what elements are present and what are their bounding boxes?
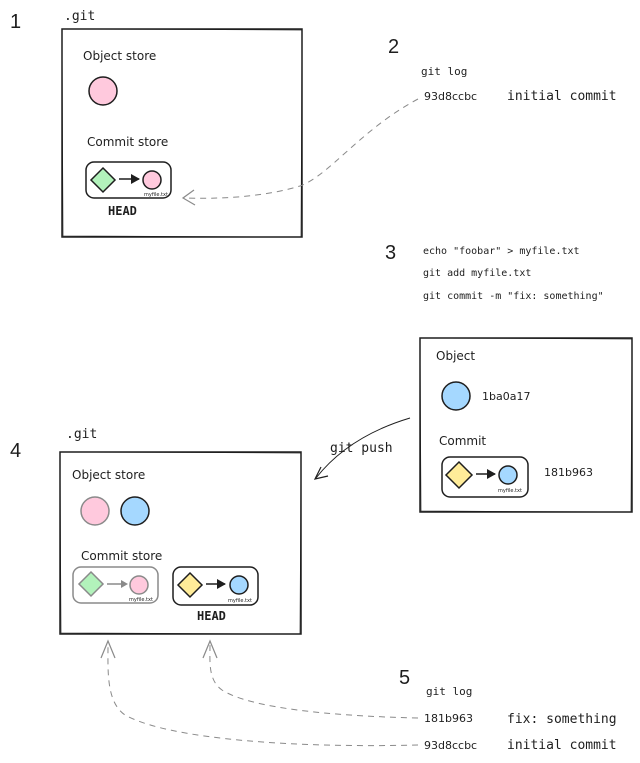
step-number-3: 3 <box>385 242 396 264</box>
commit-file-label: myfile.txt <box>144 192 168 198</box>
commit-label: Commit <box>439 434 486 448</box>
new-tree-diamond-yellow <box>176 571 204 599</box>
new-commit-card <box>441 456 529 498</box>
new-commit-file-label: myfile.txt <box>228 598 252 604</box>
new-commit-card <box>172 566 259 606</box>
commit-message-initial: initial commit <box>507 738 617 753</box>
new-objects-frame-sketch <box>419 337 633 513</box>
step-number-2: 2 <box>388 36 399 58</box>
log-to-head-arrowhead <box>181 189 196 206</box>
object-store-label: Object store <box>72 468 145 482</box>
commit-store-label: Commit store <box>87 135 168 149</box>
log-to-head-connector <box>183 98 419 199</box>
old-arrow-head <box>121 580 128 588</box>
new-commit-blob-blue <box>498 465 518 485</box>
git-dir-label: .git <box>64 9 95 24</box>
old-tree-diamond-green <box>77 570 105 598</box>
object-store-label: Object store <box>83 49 156 63</box>
initial-log-to-commit-connector <box>107 644 419 747</box>
commit-hash-new: 181b963 <box>424 712 473 725</box>
new-objects-box: Object 1ba0a17 Commit myfile.txt 181b963 <box>419 337 633 513</box>
git-dir-box <box>59 451 302 635</box>
git-log-command: git log <box>426 685 472 698</box>
commit-hash-initial: 93d8ccbc <box>424 739 477 752</box>
commit-hash: 181b963 <box>544 466 593 479</box>
git-dir-box-sketch <box>61 28 303 238</box>
command-line-2: git add myfile.txt <box>423 268 531 279</box>
step-number-5: 5 <box>399 667 410 689</box>
blob-object-pink <box>80 496 110 526</box>
head-label: HEAD <box>108 204 137 218</box>
push-arrowhead <box>313 466 329 480</box>
new-commit-file-label: myfile.txt <box>498 488 522 494</box>
new-commit-blob-blue <box>229 575 249 595</box>
commit-message: initial commit <box>507 89 617 104</box>
commit-commands: echo "foobar" > myfile.txt git add myfil… <box>423 246 604 302</box>
blob-object-blue <box>441 381 471 411</box>
step-number-4: 4 <box>10 440 21 462</box>
git-log-after-push: git log 181b963 fix: something 93d8ccbc … <box>424 685 617 753</box>
tree-diamond-green <box>89 166 117 194</box>
head-label: HEAD <box>197 609 226 623</box>
initial-log-arrowhead <box>100 639 116 659</box>
push-connector <box>315 417 411 479</box>
commit-message-new: fix: something <box>507 712 617 727</box>
blob-object-pink <box>88 76 118 106</box>
step-number-1: 1 <box>10 11 21 33</box>
git-push-label: git push <box>330 441 393 456</box>
commit-blob-pink <box>142 170 162 190</box>
new-log-arrowhead <box>202 639 218 659</box>
commit-card <box>85 161 172 199</box>
git-dir-box-sketch <box>59 451 302 635</box>
git-log-command: git log <box>421 65 467 78</box>
blob-object-blue <box>120 496 150 526</box>
git-dir-box <box>61 28 303 238</box>
new-objects-frame <box>419 337 633 513</box>
commit-store-label: Commit store <box>81 549 162 563</box>
git-log-initial: git log 93d8ccbc initial commit <box>421 65 617 104</box>
commit-hash: 93d8ccbc <box>424 90 477 103</box>
old-commit-file-label: myfile.txt <box>129 597 153 603</box>
tree-diamond-yellow <box>444 460 474 490</box>
repo-after-push: .git Object store Commit store myfile.tx… <box>59 427 302 635</box>
git-dir-label: .git <box>66 427 97 442</box>
new-log-to-commit-connector <box>209 644 419 719</box>
command-line-1: echo "foobar" > myfile.txt <box>423 246 580 257</box>
object-hash: 1ba0a17 <box>482 390 530 403</box>
command-line-3: git commit -m "fix: something" <box>423 291 604 302</box>
old-commit-card <box>72 566 159 604</box>
old-commit-blob-pink <box>129 575 149 595</box>
repo-initial: .git Object store Commit store myfile.tx… <box>61 9 303 238</box>
object-label: Object <box>436 349 475 363</box>
